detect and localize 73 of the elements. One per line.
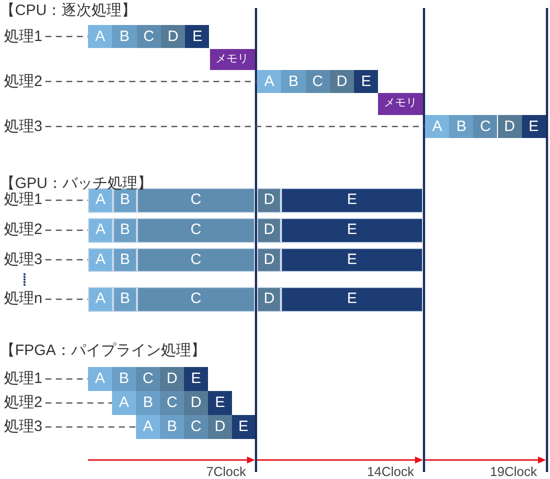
stage-block: D bbox=[257, 287, 282, 312]
leader-line bbox=[45, 36, 88, 38]
stage-block: B bbox=[449, 115, 474, 138]
stage-block: B bbox=[160, 415, 184, 439]
stage-block: C bbox=[137, 248, 255, 272]
memory-block: メモリ bbox=[378, 93, 423, 114]
leader-line bbox=[45, 200, 88, 201]
section-heading: 【FPGA：パイプライン処理】 bbox=[0, 341, 206, 361]
stage-block: B bbox=[113, 248, 137, 272]
stage-block: C bbox=[137, 218, 255, 242]
row-label: 処理1 bbox=[4, 367, 42, 391]
stage-block: C bbox=[136, 25, 161, 48]
stage-block: A bbox=[88, 287, 113, 312]
stage-block: A bbox=[136, 415, 160, 439]
stage-block: D bbox=[257, 248, 282, 272]
stage-block: E bbox=[281, 188, 423, 212]
stage-block: A bbox=[88, 218, 113, 242]
stage-block: A bbox=[88, 25, 112, 48]
stage-block: B bbox=[136, 391, 160, 415]
stage-block: E bbox=[208, 391, 232, 415]
stage-block: D bbox=[160, 367, 184, 391]
clock-label: 14Clock bbox=[367, 464, 414, 479]
row-label: 処理3 bbox=[4, 115, 42, 138]
leader-line bbox=[45, 402, 112, 404]
stage-block: C bbox=[184, 415, 208, 439]
leader-line bbox=[45, 126, 426, 128]
leader-line bbox=[45, 426, 136, 428]
leader-line bbox=[45, 80, 258, 82]
row-label: 処理2 bbox=[4, 70, 42, 93]
row-label: 処理3 bbox=[4, 248, 42, 272]
stage-block: A bbox=[257, 70, 282, 93]
row-label: 処理2 bbox=[4, 218, 42, 242]
stage-block: E bbox=[281, 287, 423, 312]
stage-block: E bbox=[185, 25, 210, 48]
stage-block: D bbox=[330, 70, 354, 93]
clock-label: 19Clock bbox=[490, 464, 537, 479]
leader-line bbox=[45, 230, 88, 231]
stage-block: B bbox=[113, 218, 137, 242]
stage-block: E bbox=[281, 218, 423, 242]
row-label: 処理n bbox=[4, 287, 42, 312]
stage-block: E bbox=[522, 115, 546, 138]
stage-block: E bbox=[184, 367, 208, 391]
stage-block: E bbox=[281, 248, 423, 272]
leader-line bbox=[45, 378, 88, 380]
stage-block: C bbox=[306, 70, 330, 93]
stage-block: B bbox=[112, 367, 136, 391]
stage-block: D bbox=[498, 115, 522, 138]
stage-block: B bbox=[113, 287, 137, 312]
section-heading: 【CPU：逐次処理】 bbox=[0, 1, 137, 21]
stage-block: D bbox=[257, 188, 282, 212]
stage-block: B bbox=[281, 70, 306, 93]
stage-block: C bbox=[160, 391, 184, 415]
stage-block: C bbox=[137, 287, 255, 312]
row-label: 処理1 bbox=[4, 25, 42, 48]
row-label: 処理2 bbox=[4, 391, 42, 415]
memory-block: メモリ bbox=[210, 49, 255, 70]
stage-block: E bbox=[354, 70, 378, 93]
stage-block: A bbox=[425, 115, 450, 138]
stage-block: D bbox=[160, 25, 186, 48]
stage-block: A bbox=[88, 367, 112, 391]
stage-block: D bbox=[184, 391, 208, 415]
clock-label: 7Clock bbox=[206, 464, 246, 479]
stage-block: D bbox=[257, 218, 282, 242]
stage-block: A bbox=[112, 391, 136, 415]
leader-line bbox=[45, 259, 88, 260]
stage-block: C bbox=[473, 115, 498, 138]
stage-block: B bbox=[112, 25, 137, 48]
row-label: 処理3 bbox=[4, 415, 42, 439]
stage-block: C bbox=[136, 367, 160, 391]
stage-block: D bbox=[208, 415, 232, 439]
stage-block: A bbox=[88, 248, 113, 272]
stage-block: E bbox=[232, 415, 255, 439]
leader-line bbox=[45, 298, 88, 300]
